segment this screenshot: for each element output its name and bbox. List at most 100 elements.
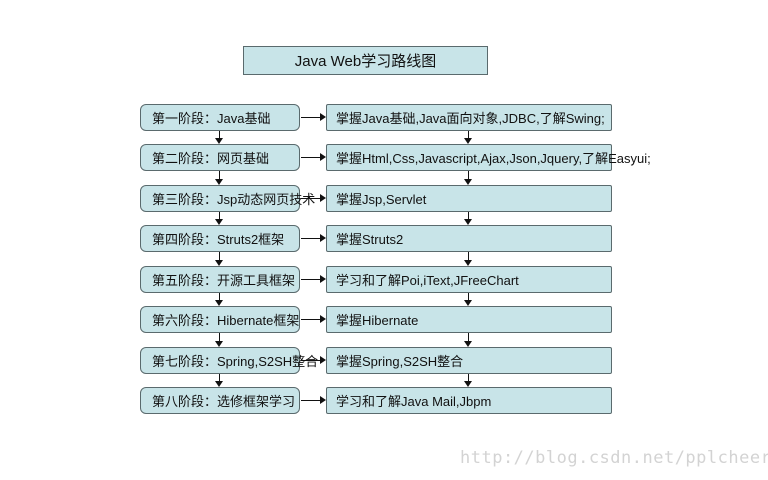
- arrow-down-connector: [464, 212, 473, 225]
- connector-line: [219, 252, 220, 262]
- arrow-right-icon: [320, 396, 326, 404]
- arrow-down-icon: [215, 260, 223, 266]
- stage-label: 第四阶段：Struts2框架: [152, 232, 285, 247]
- connector-line: [219, 374, 220, 383]
- watermark-url: http://blog.csdn.net/pplcheer: [460, 448, 768, 468]
- arrow-down-connector: [464, 293, 473, 306]
- connector-line: [301, 157, 321, 158]
- arrow-right-connector: [301, 315, 326, 324]
- connector-line: [301, 279, 321, 280]
- detail-label: 学习和了解Java Mail,Jbpm: [336, 394, 492, 409]
- arrow-down-connector: [215, 374, 224, 387]
- connector-line: [468, 252, 469, 262]
- detail-box-2: 掌握Html,Css,Javascript,Ajax,Json,Jquery,了…: [326, 144, 651, 171]
- arrow-right-icon: [320, 113, 326, 121]
- arrow-right-icon: [320, 153, 326, 161]
- connector-line: [301, 400, 321, 401]
- arrow-down-icon: [215, 138, 223, 144]
- arrow-down-connector: [464, 252, 473, 266]
- stage-box-6: 第六阶段：Hibernate框架: [140, 306, 300, 333]
- arrow-down-connector: [464, 131, 473, 144]
- connector-line: [468, 333, 469, 343]
- detail-box-8: 学习和了解Java Mail,Jbpm: [326, 387, 612, 414]
- arrow-right-icon: [320, 194, 326, 202]
- arrow-down-connector: [215, 293, 224, 306]
- detail-label: 掌握Html,Css,Javascript,Ajax,Json,Jquery,了…: [336, 151, 651, 166]
- connector-line: [301, 117, 321, 118]
- arrow-right-icon: [320, 234, 326, 242]
- arrow-right-icon: [320, 315, 326, 323]
- detail-label: 学习和了解Poi,iText,JFreeChart: [336, 273, 519, 288]
- diagram-title: Java Web学习路线图: [294, 53, 437, 70]
- connector-line: [468, 131, 469, 140]
- stage-box-7: 第七阶段：Spring,S2SH整合: [140, 347, 318, 374]
- connector-line: [468, 293, 469, 302]
- connector-line: [301, 360, 321, 361]
- connector-line: [301, 238, 321, 239]
- detail-label: 掌握Struts2: [336, 232, 404, 247]
- detail-box-6: 掌握Hibernate: [326, 306, 612, 333]
- stage-box-5: 第五阶段：开源工具框架: [140, 266, 300, 293]
- arrow-down-connector: [464, 333, 473, 347]
- arrow-down-icon: [215, 300, 223, 306]
- connector-line: [219, 131, 220, 140]
- stage-box-1: 第一阶段：Java基础: [140, 104, 300, 131]
- connector-line: [301, 319, 321, 320]
- arrow-down-connector: [464, 171, 473, 185]
- stage-box-2: 第二阶段：网页基础: [140, 144, 300, 171]
- detail-label: 掌握Spring,S2SH整合: [336, 354, 464, 369]
- detail-box-1: 掌握Java基础,Java面向对象,JDBC,了解Swing;: [326, 104, 612, 131]
- arrow-right-connector: [301, 275, 326, 284]
- arrow-right-connector: [301, 396, 326, 405]
- connector-line: [468, 171, 469, 181]
- connector-line: [219, 293, 220, 302]
- arrow-down-icon: [464, 219, 472, 225]
- arrow-down-icon: [464, 341, 472, 347]
- arrow-down-connector: [464, 374, 473, 387]
- arrow-down-icon: [215, 179, 223, 185]
- detail-label: 掌握Hibernate: [336, 313, 419, 328]
- connector-line: [219, 333, 220, 343]
- stage-label: 第八阶段：选修框架学习: [152, 394, 296, 409]
- stage-box-8: 第八阶段：选修框架学习: [140, 387, 300, 414]
- arrow-down-connector: [215, 252, 224, 266]
- arrow-right-connector: [301, 194, 326, 203]
- stage-label: 第七阶段：Spring,S2SH整合: [152, 354, 319, 369]
- arrow-right-connector: [301, 113, 326, 122]
- arrow-right-connector: [301, 153, 326, 162]
- arrow-down-icon: [464, 138, 472, 144]
- arrow-right-icon: [320, 275, 326, 283]
- stage-label: 第六阶段：Hibernate框架: [152, 313, 300, 328]
- stage-label: 第三阶段：Jsp动态网页技术: [152, 192, 316, 207]
- arrow-down-icon: [215, 381, 223, 387]
- arrow-down-icon: [464, 260, 472, 266]
- connector-line: [301, 198, 321, 199]
- connector-line: [219, 171, 220, 181]
- detail-label: 掌握Java基础,Java面向对象,JDBC,了解Swing;: [336, 111, 605, 126]
- stage-box-4: 第四阶段：Struts2框架: [140, 225, 300, 252]
- arrow-right-connector: [301, 234, 326, 243]
- stage-label: 第五阶段：开源工具框架: [152, 273, 296, 288]
- arrow-down-icon: [464, 381, 472, 387]
- arrow-down-connector: [215, 131, 224, 144]
- arrow-down-connector: [215, 171, 224, 185]
- detail-box-5: 学习和了解Poi,iText,JFreeChart: [326, 266, 612, 293]
- arrow-down-icon: [464, 300, 472, 306]
- stage-label: 第二阶段：网页基础: [152, 151, 270, 166]
- arrow-down-icon: [464, 179, 472, 185]
- arrow-down-connector: [215, 333, 224, 347]
- detail-box-3: 掌握Jsp,Servlet: [326, 185, 612, 212]
- detail-box-4: 掌握Struts2: [326, 225, 612, 252]
- arrow-right-connector: [301, 356, 326, 365]
- stage-label: 第一阶段：Java基础: [152, 111, 271, 126]
- stage-box-3: 第三阶段：Jsp动态网页技术: [140, 185, 315, 212]
- detail-box-7: 掌握Spring,S2SH整合: [326, 347, 612, 374]
- arrow-down-icon: [215, 219, 223, 225]
- connector-line: [468, 212, 469, 221]
- arrow-right-icon: [320, 356, 326, 364]
- detail-label: 掌握Jsp,Servlet: [336, 192, 427, 207]
- connector-line: [468, 374, 469, 383]
- arrow-down-icon: [215, 341, 223, 347]
- diagram-title-box: Java Web学习路线图: [243, 46, 488, 75]
